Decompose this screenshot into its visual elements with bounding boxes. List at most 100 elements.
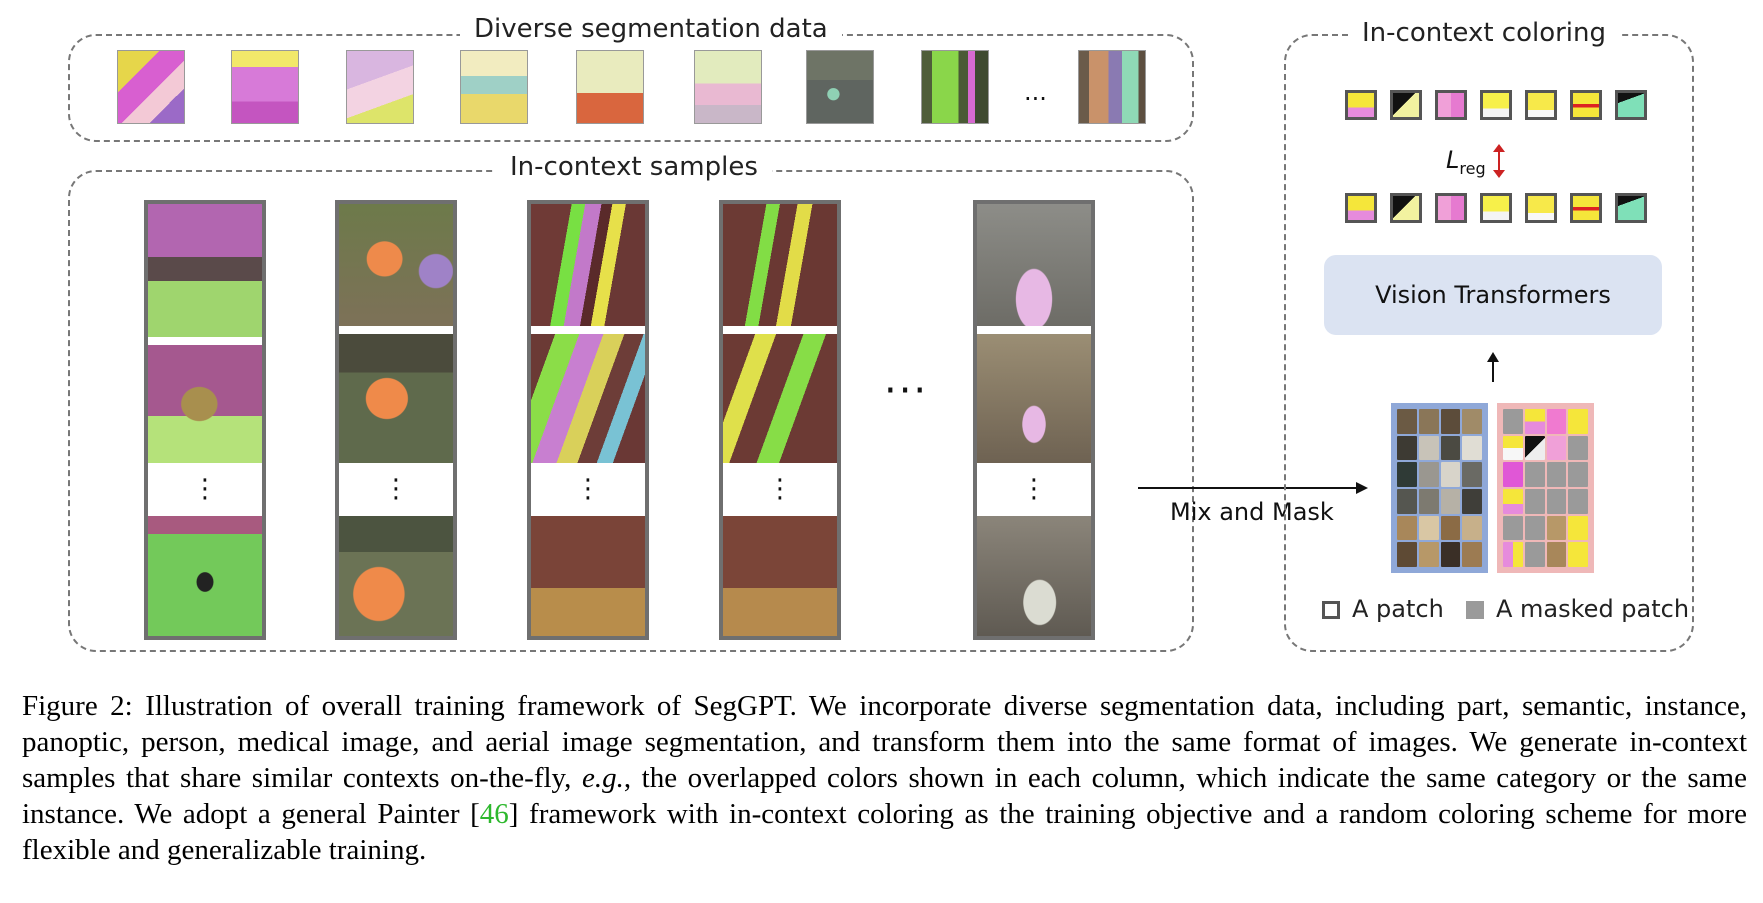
output-patch: [1480, 90, 1512, 120]
sample-image: [723, 204, 837, 326]
loss-arrow-icon: [1493, 144, 1505, 178]
column-ellipsis: ⋮: [767, 474, 793, 504]
image-patch: [1397, 435, 1417, 461]
caption-eg: e.g.: [581, 762, 624, 794]
target-patch: [1345, 193, 1377, 223]
target-patch: [1435, 193, 1467, 223]
masked-patch: [1524, 542, 1545, 567]
image-patch: [1440, 542, 1461, 567]
sample-image: [339, 334, 453, 463]
target-patch-cell: [1503, 542, 1523, 567]
masked-patch: [1568, 462, 1588, 487]
image-patch: [1418, 462, 1439, 487]
mix-and-mask-label: Mix and Mask: [1170, 498, 1334, 526]
target-patch-cell: [1503, 462, 1523, 487]
columns-ellipsis: ···: [884, 368, 929, 414]
sample-image: [339, 204, 453, 326]
sample-image: [148, 345, 262, 463]
image-patch: [1462, 409, 1482, 434]
seg-thumb-3: [346, 50, 414, 124]
image-patch: [1440, 435, 1461, 461]
caption-text-2: , the overlapped colors shown in each co…: [22, 762, 1747, 830]
masked-patch-legend-icon: [1466, 601, 1484, 619]
sample-image: [531, 204, 645, 326]
target-patch-cell: [1546, 409, 1567, 434]
caption-text-3: ] framework with in-context coloring as …: [22, 798, 1747, 866]
loss-subscript: reg: [1459, 158, 1486, 178]
output-patch: [1525, 90, 1557, 120]
image-patch: [1462, 435, 1482, 461]
mix-and-mask-arrow: [1138, 482, 1368, 494]
masked-patch: [1503, 515, 1523, 541]
sample-image: [531, 334, 645, 463]
sample-image: [339, 516, 453, 636]
masked-patch: [1568, 488, 1588, 514]
in-context-samples-title: In-context samples: [496, 152, 772, 182]
image-patch: [1546, 542, 1567, 567]
target-patch: [1390, 193, 1422, 223]
masked-patch: [1503, 409, 1523, 434]
column-ellipsis: ⋮: [383, 474, 409, 504]
target-patch-cell: [1568, 515, 1588, 541]
output-patch: [1615, 90, 1647, 120]
sample-column-3: ⋮: [527, 200, 649, 640]
citation-link[interactable]: 46: [479, 798, 509, 830]
legend-masked-label: A masked patch: [1496, 595, 1690, 623]
target-patch-cell: [1546, 435, 1567, 461]
target-patch-cell: [1568, 542, 1588, 567]
masked-patch: [1568, 435, 1588, 461]
image-patch: [1440, 515, 1461, 541]
output-patch: [1570, 90, 1602, 120]
image-patch: [1418, 435, 1439, 461]
sample-image: [977, 204, 1091, 326]
image-patch: [1418, 542, 1439, 567]
sample-image: [148, 204, 262, 337]
column-ellipsis: ⋮: [1021, 474, 1047, 504]
image-patch: [1418, 488, 1439, 514]
target-patch-cell: [1524, 409, 1545, 434]
masked-target-grid: [1497, 403, 1594, 573]
masked-patch: [1546, 462, 1567, 487]
seg-thumb-1: [117, 50, 185, 124]
target-patch: [1570, 193, 1602, 223]
image-patch: [1397, 515, 1417, 541]
column-ellipsis: ⋮: [575, 474, 601, 504]
sample-image: [723, 516, 837, 636]
image-patch: [1462, 542, 1482, 567]
image-patch: [1462, 515, 1482, 541]
target-patch: [1480, 193, 1512, 223]
vision-transformers-block: Vision Transformers: [1324, 255, 1662, 335]
segmentation-data-title: Diverse segmentation data: [460, 14, 842, 44]
in-context-coloring-box: [1284, 34, 1694, 652]
image-patch: [1397, 542, 1417, 567]
image-patch: [1440, 462, 1461, 487]
output-patch: [1435, 90, 1467, 120]
seg-thumb-4: [460, 50, 528, 124]
image-patch: [1397, 488, 1417, 514]
image-patch: [1397, 462, 1417, 487]
image-patch: [1418, 515, 1439, 541]
seg-thumb-7: [806, 50, 874, 124]
sample-column-2: ⋮: [335, 200, 457, 640]
caption-text-1: Figure 2: Illustration of overall traini…: [22, 690, 1747, 794]
sample-column-5: ⋮: [973, 200, 1095, 640]
target-patch-cell: [1503, 488, 1523, 514]
target-patch: [1525, 193, 1557, 223]
seg-thumb-6: [694, 50, 762, 124]
sample-image: [977, 334, 1091, 463]
target-patch: [1615, 193, 1647, 223]
masked-patch: [1524, 462, 1545, 487]
output-patch: [1390, 90, 1422, 120]
up-arrow-icon: [1487, 352, 1499, 382]
sample-image: [531, 516, 645, 636]
sample-image: [977, 516, 1091, 636]
loss-label: Lreg: [1446, 146, 1486, 178]
seg-thumb-5: [576, 50, 644, 124]
output-patch: [1345, 90, 1377, 120]
seg-thumb-2: [231, 50, 299, 124]
sample-image: [723, 334, 837, 463]
column-ellipsis: ⋮: [192, 474, 218, 504]
loss-symbol: L: [1446, 146, 1460, 174]
image-patch: [1462, 488, 1482, 514]
in-context-coloring-title: In-context coloring: [1348, 18, 1621, 48]
